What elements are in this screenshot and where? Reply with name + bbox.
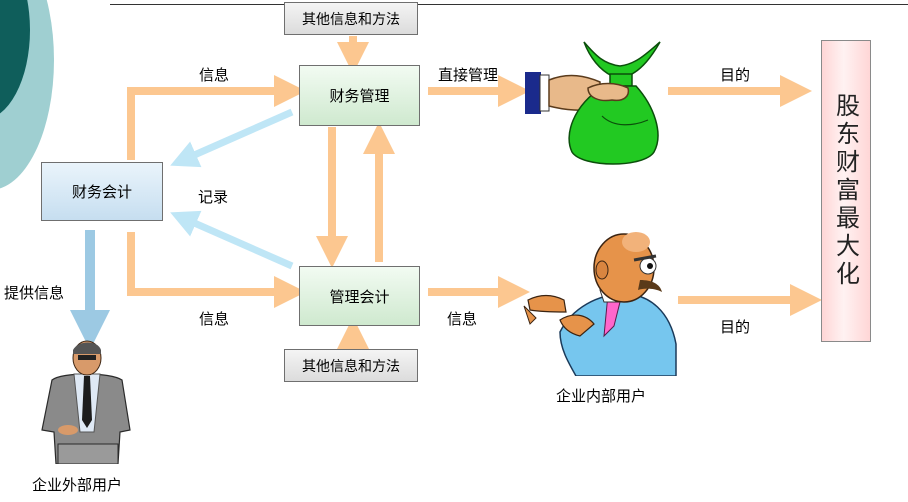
external-user-icon (41, 340, 131, 464)
arrow-accounting-to-management-accounting (127, 232, 306, 308)
arrow-record-from-management-accounting (170, 210, 294, 270)
label-internal-users: 企业内部用户 (556, 387, 647, 405)
label-external-users: 企业外部用户 (32, 476, 123, 494)
corner-circle-dark (0, 0, 30, 114)
label-goal-bottom: 目的 (720, 318, 751, 336)
shareholder-wealth-text: 股东财富最大化 (831, 93, 860, 289)
management-accounting-box: 管理会计 (299, 266, 420, 326)
arrow-record-from-financial-management (170, 108, 294, 168)
label-info-bottom-left: 信息 (199, 310, 230, 328)
other-info-box-bottom: 其他信息和方法 (284, 349, 418, 382)
label-info-top: 信息 (199, 66, 230, 84)
financial-accounting-box: 财务会计 (41, 162, 163, 221)
internal-user-icon (523, 232, 677, 376)
label-goal-top: 目的 (720, 66, 751, 84)
financial-management-box: 财务管理 (299, 65, 420, 126)
shareholder-wealth-box: 股东财富最大化 (821, 40, 871, 342)
top-rule (110, 4, 908, 5)
money-bag-icon (525, 41, 661, 165)
label-record: 记录 (198, 188, 229, 206)
label-direct-management: 直接管理 (438, 66, 499, 84)
other-info-box-top: 其他信息和方法 (284, 2, 418, 35)
label-info-bottom-right: 信息 (447, 310, 478, 328)
arrow-accounting-to-management-top (127, 75, 306, 160)
corner-decoration (0, 0, 54, 189)
label-provide-info: 提供信息 (4, 284, 65, 302)
